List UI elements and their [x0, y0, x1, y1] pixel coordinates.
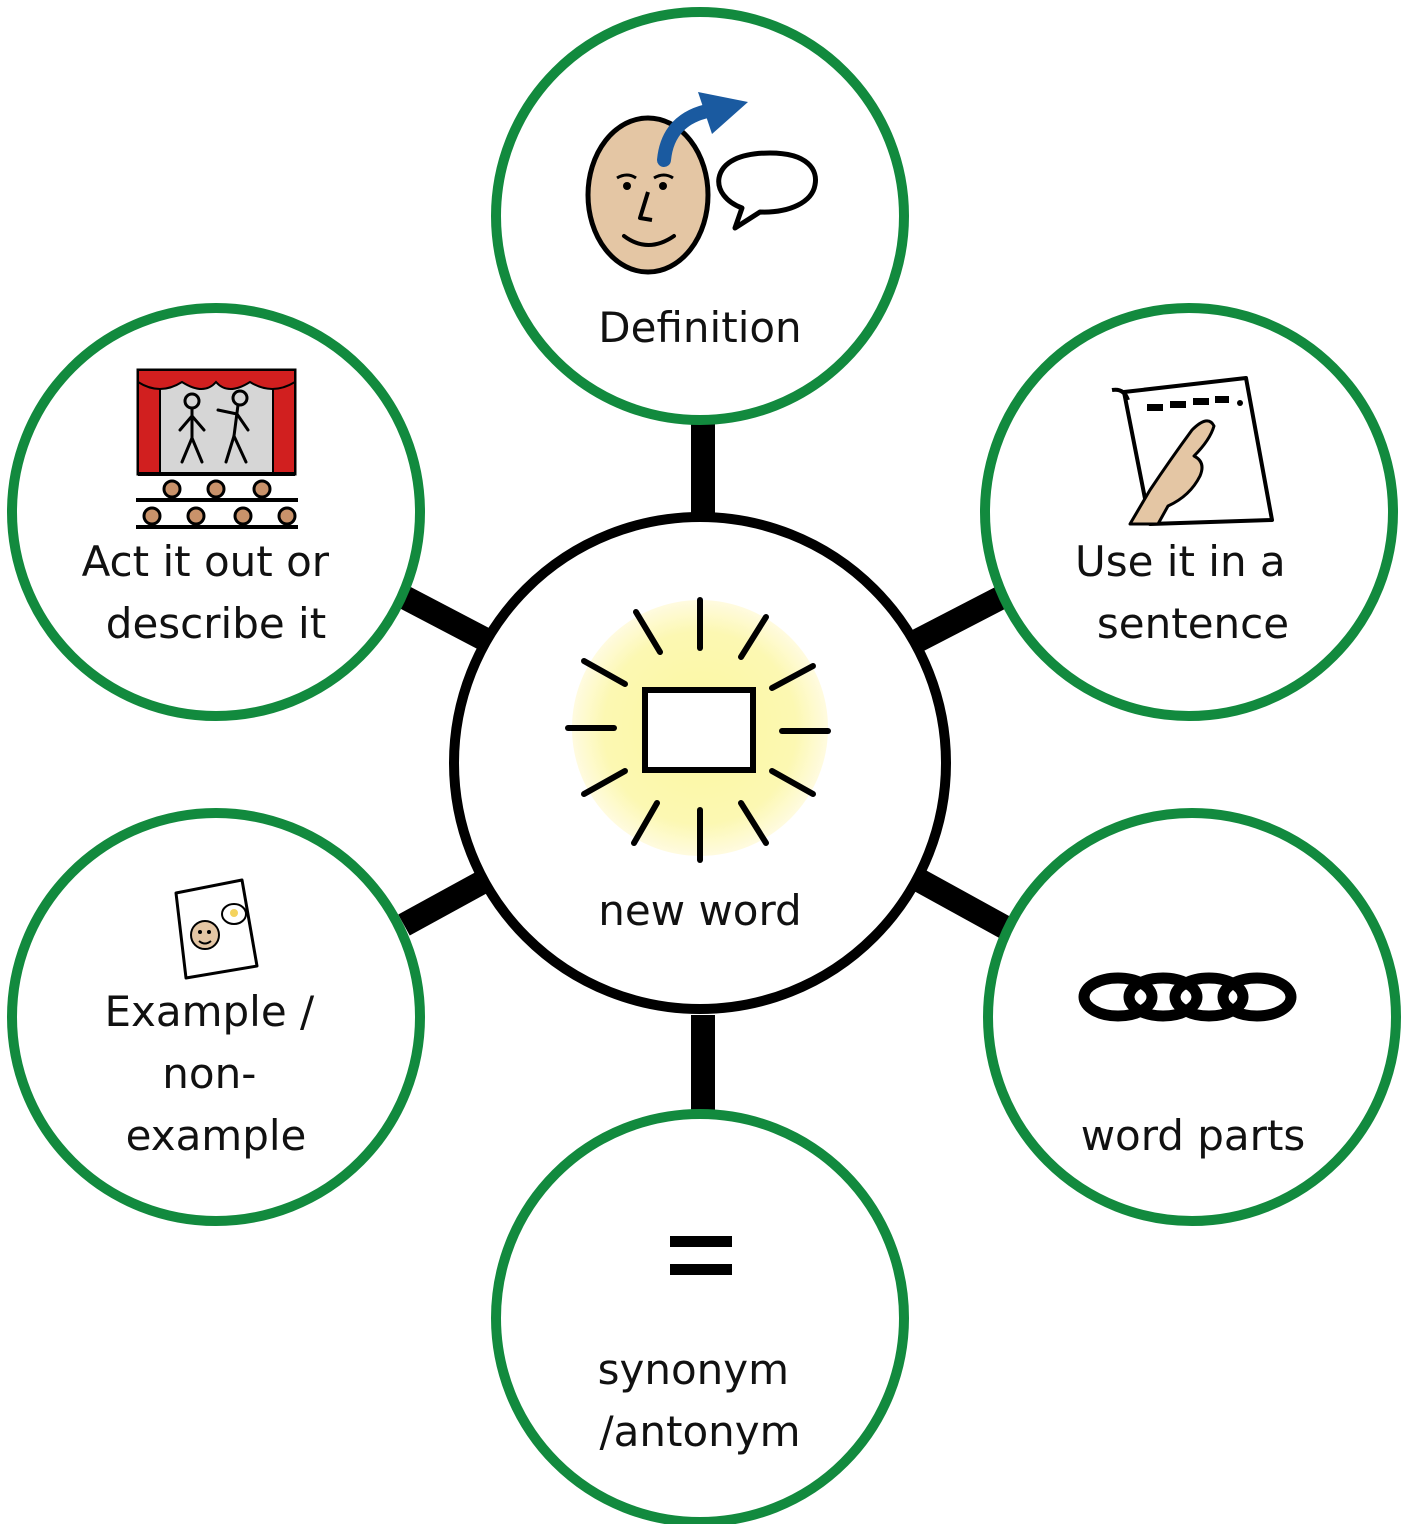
example-label-line-1: Example /: [104, 987, 315, 1036]
connector-example: [398, 868, 494, 936]
glowing-box-icon: [565, 597, 831, 863]
act-label-line-2: describe it: [106, 599, 326, 648]
equals-icon: [670, 1236, 732, 1275]
example-label-line-3: example: [126, 1111, 307, 1160]
thinking-card-icon: [174, 878, 259, 980]
example-label: Example / non- example: [104, 987, 327, 1160]
node-synonym: synonym /antonym: [491, 1109, 909, 1524]
definition-label: Definition: [598, 303, 801, 352]
node-example: Example / non- example: [7, 808, 425, 1226]
node-parts: word parts: [983, 808, 1401, 1226]
act-label-line-1: Act it out or: [82, 537, 330, 586]
connector-parts: [911, 868, 1012, 939]
face-speech-icon: [585, 92, 818, 275]
node-definition: Definition: [491, 7, 909, 425]
center-label: new word: [598, 886, 801, 935]
linked-rings-icon: [1078, 972, 1297, 1022]
connector-act: [398, 586, 494, 652]
node-act: Act it out or describe it: [7, 303, 425, 721]
connector-sentence: [911, 586, 1008, 652]
example-label-line-2: non-: [162, 1049, 256, 1098]
sentence-label-line-1: Use it in a: [1075, 537, 1286, 586]
pointing-at-text-icon: [1111, 376, 1274, 526]
center-node: new word: [449, 512, 951, 1014]
act-label: Act it out or describe it: [82, 537, 343, 648]
synonym-label-line-1: synonym: [598, 1345, 789, 1394]
connectors: [398, 420, 1012, 1112]
synonym-label: synonym /antonym: [598, 1345, 803, 1456]
sentence-label-line-2: sentence: [1097, 599, 1289, 648]
synonym-label-line-2: /antonym: [599, 1407, 800, 1456]
sentence-label: Use it in a sentence: [1075, 537, 1299, 648]
parts-label: word parts: [1081, 1111, 1306, 1160]
node-sentence: Use it in a sentence: [980, 303, 1398, 721]
theatre-stage-icon: [136, 368, 298, 529]
